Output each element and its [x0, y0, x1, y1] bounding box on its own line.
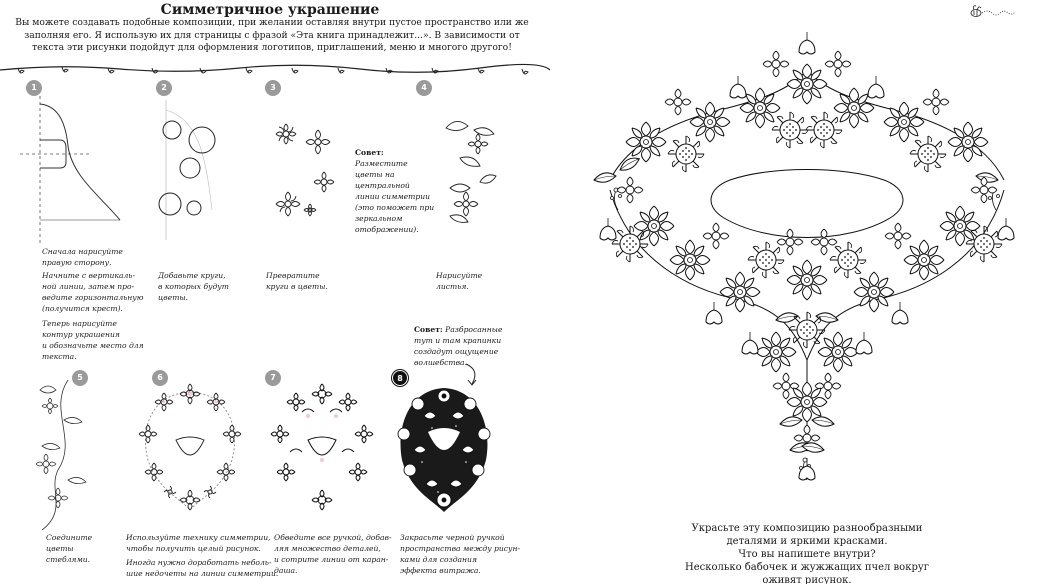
- step-4-caption: Нарисуйте листья.: [436, 271, 483, 291]
- step-5-caption: Соедините цветы стеблями.: [46, 533, 93, 564]
- tip-1-text: Разместите цветы на центральной линии си…: [355, 159, 435, 234]
- step-7-badge: 7: [265, 370, 281, 386]
- step-2-caption: Добавьте круги, в которых будут цветы.: [158, 271, 229, 302]
- tip-2-label: Совет:: [414, 325, 443, 334]
- step-7-wreath: [262, 380, 382, 520]
- step-1-caption-2: Начните с вертикаль- ной линии, затем пр…: [42, 271, 144, 313]
- symmetric-ornament: [593, 31, 1015, 481]
- step-4-badge: 4: [416, 80, 432, 96]
- step-5-badge: 5: [72, 370, 88, 386]
- step-3-sketch: [270, 112, 350, 232]
- right-page-caption: Украсьте эту композицию разнообразными д…: [685, 523, 929, 584]
- step-1-badge: 1: [26, 80, 42, 96]
- step-8-caption: Закрасьте черной ручкой пространства меж…: [400, 533, 521, 575]
- curl-vine-icon: [0, 63, 550, 75]
- arrow-icon: [465, 363, 477, 386]
- step-2-sketch: [150, 100, 230, 240]
- tip-1: Совет: Разместите цветы на центральной л…: [355, 147, 434, 235]
- tip-1-label: Совет:: [355, 148, 384, 157]
- step-1-caption-3: Теперь нарисуйте контур украшения и обоз…: [42, 319, 144, 361]
- bee-icon: [970, 5, 1015, 17]
- step-8-wreath: [384, 380, 504, 520]
- step-6-caption-2: Иногда нужно доработать неболь- шие недо…: [126, 558, 279, 578]
- step-3-caption: Превратите круги в цветы.: [266, 271, 328, 291]
- step-3-badge: 3: [265, 80, 281, 96]
- step-2-badge: 2: [156, 80, 172, 96]
- tip-2: Совет: Разбросанные тут и там крапинки с…: [414, 324, 502, 368]
- step-1-sketch: [20, 96, 130, 246]
- intro-paragraph: Вы можете создавать подобные композиции,…: [15, 17, 529, 53]
- tip-2-text: Разбросанные тут и там крапинки создадут…: [414, 325, 503, 367]
- step-4-sketch: [430, 108, 510, 238]
- step-1-caption: Сначала нарисуйте правую сторону.: [42, 247, 123, 267]
- step-6-badge: 6: [152, 370, 168, 386]
- right-page: Украсьте эту композицию разнообразными д…: [550, 0, 1064, 584]
- page-title: Симметричное украшение: [160, 2, 380, 18]
- step-7-caption: Обведите все ручкой, добав- ляя множеств…: [274, 533, 392, 575]
- step-8-badge: 8: [392, 370, 408, 386]
- step-6-wreath: [130, 380, 250, 520]
- step-6-caption: Используйте технику симметрии, чтобы пол…: [126, 533, 271, 553]
- step-5-sketch: [28, 380, 98, 530]
- left-page: Симметричное украшение Вы можете создава…: [0, 2, 550, 578]
